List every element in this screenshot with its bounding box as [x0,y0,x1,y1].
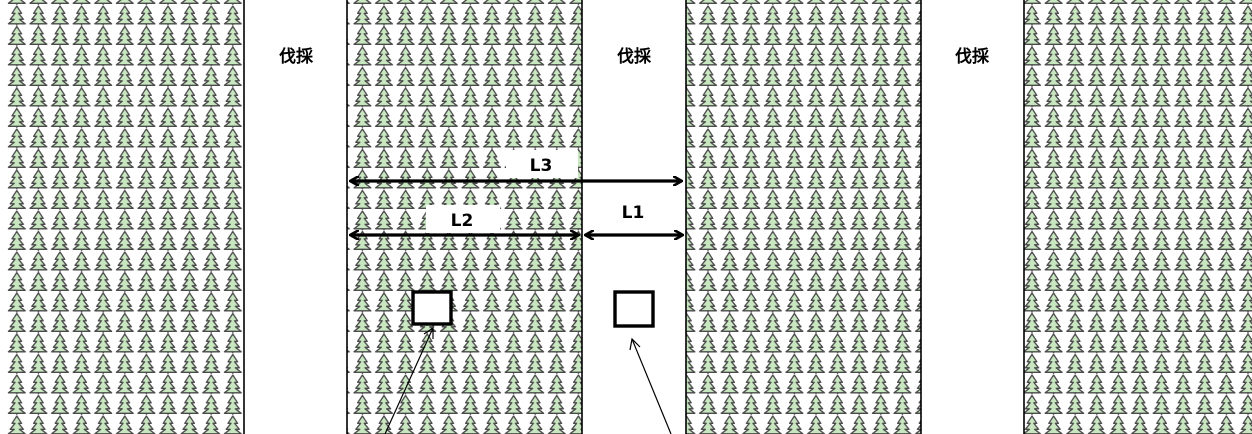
survey-plots [411,290,655,328]
cut-strip-label-1: 伐採 [279,46,314,67]
dimension-l3-label: L3 [530,156,553,176]
pointer-lines [384,326,672,434]
dimension-l2: L2 [351,205,578,235]
pointer-arrowhead [423,326,434,339]
dimension-l2-label: L2 [451,211,474,231]
forest-strip-3 [686,0,921,434]
pointer-line-left [384,327,434,434]
pointer-line-right [631,338,672,434]
forest-strip-4 [1024,0,1252,434]
label-background [426,205,500,233]
strip-boundaries [243,0,1025,434]
label-background [506,150,578,178]
square-plot-icon [411,290,453,326]
pointer-arrowhead [629,337,641,351]
cut-strip-labels: 伐採 伐採 伐採 [279,46,990,67]
dimension-l1: L1 [586,203,682,235]
dimension-l1-label: L1 [622,203,645,223]
square-plot-icon [613,290,655,328]
cut-strip-label-3: 伐採 [955,46,990,67]
forest-strip-1 [6,0,244,434]
dimension-l3: L3 [351,150,681,181]
cut-strip-label-2: 伐採 [617,46,652,67]
